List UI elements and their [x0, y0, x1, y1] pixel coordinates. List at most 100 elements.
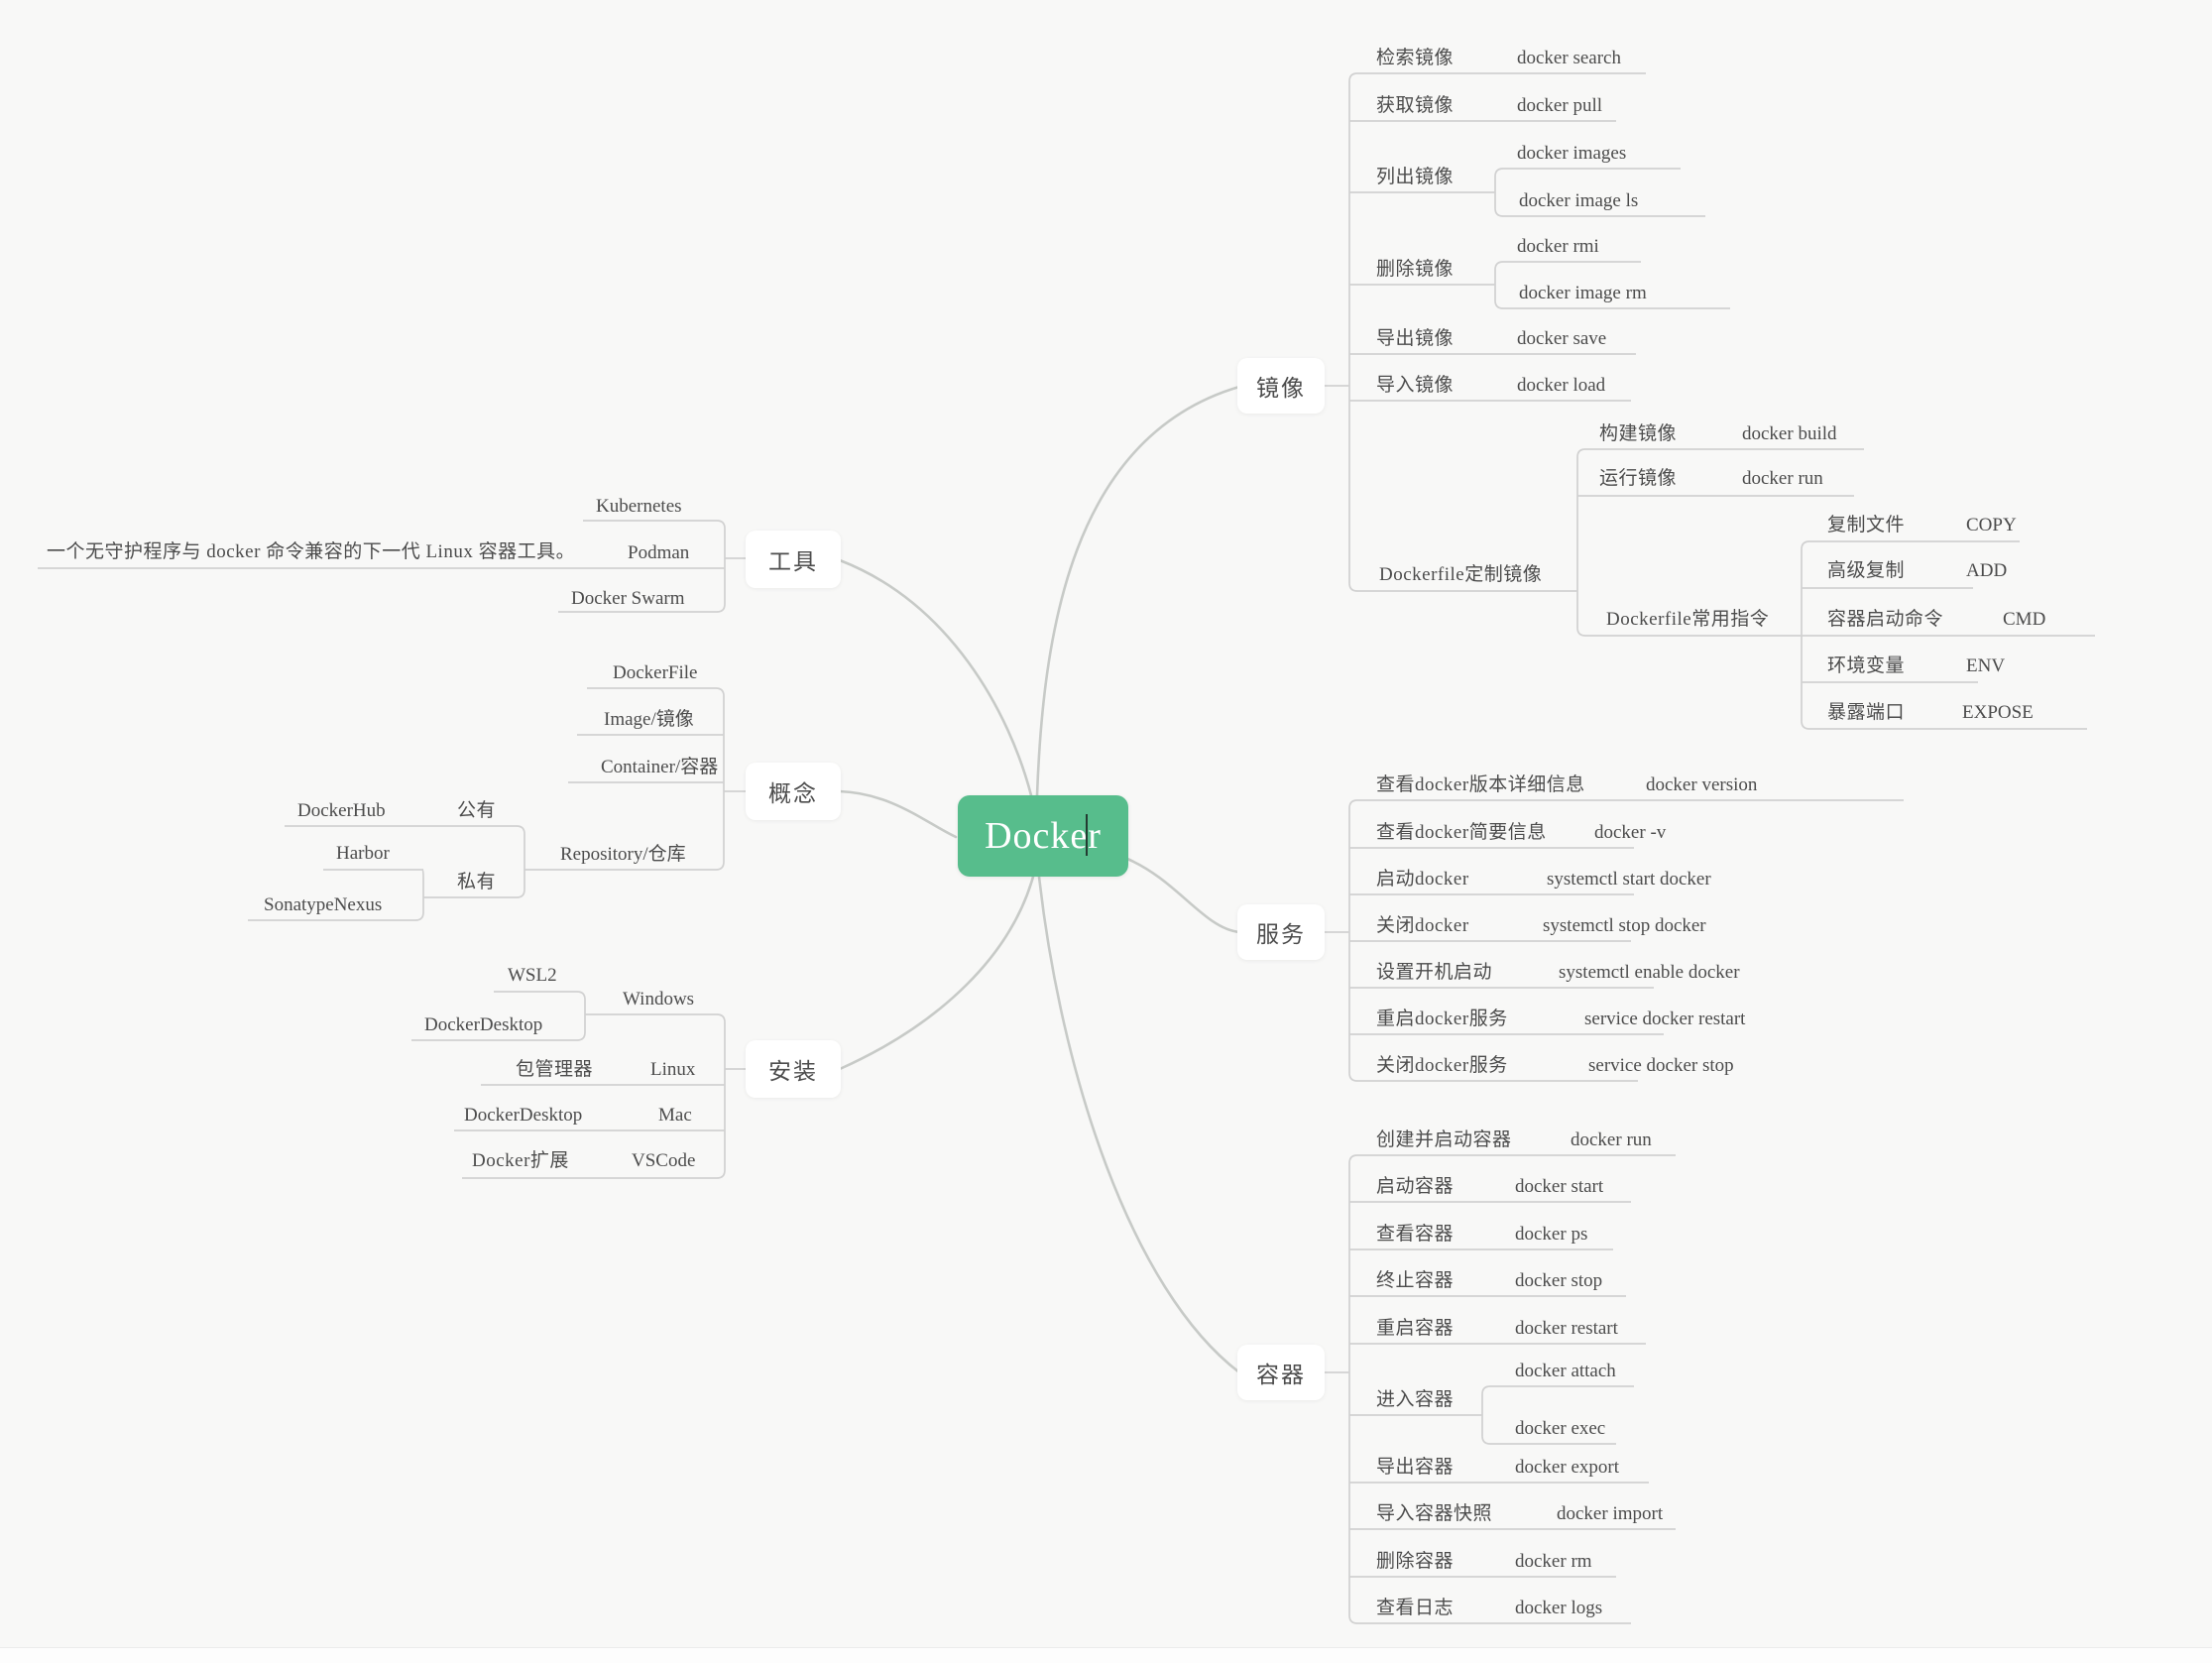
cmd-docker-rmi[interactable]: docker rmi	[1517, 236, 1599, 257]
topic-kubernetes[interactable]: Kubernetes	[596, 496, 682, 517]
cmd-docker-import[interactable]: docker import	[1557, 1503, 1664, 1524]
topic-create-start-container[interactable]: 创建并启动容器	[1376, 1129, 1512, 1150]
cmd-docker-version[interactable]: docker version	[1646, 774, 1758, 795]
topic-start-docker[interactable]: 启动docker	[1376, 869, 1469, 890]
branch-topic-concepts[interactable]: 概念	[746, 763, 841, 820]
branch-label: 容器	[1256, 1363, 1306, 1387]
cmd-service-restart[interactable]: service docker restart	[1584, 1009, 1746, 1029]
topic-view-docker-version-detail[interactable]: 查看docker版本详细信息	[1376, 774, 1585, 795]
cmd-add[interactable]: ADD	[1966, 560, 2008, 581]
topic-enter-container[interactable]: 进入容器	[1376, 1389, 1455, 1410]
topic-dockerdesktop-mac[interactable]: DockerDesktop	[464, 1105, 583, 1126]
topic-import-container-snapshot[interactable]: 导入容器快照	[1376, 1503, 1493, 1524]
cmd-docker-attach[interactable]: docker attach	[1515, 1361, 1616, 1381]
topic-private-repo[interactable]: 私有	[457, 872, 497, 892]
topic-view-containers[interactable]: 查看容器	[1376, 1224, 1455, 1245]
topic-harbor[interactable]: Harbor	[336, 843, 390, 864]
cmd-docker-image-rm[interactable]: docker image rm	[1519, 283, 1647, 303]
cmd-docker-start[interactable]: docker start	[1515, 1176, 1604, 1197]
topic-wsl2[interactable]: WSL2	[508, 965, 557, 986]
cmd-env[interactable]: ENV	[1966, 655, 2006, 676]
topic-terminate-container[interactable]: 终止容器	[1376, 1270, 1455, 1291]
topic-import-image[interactable]: 导入镜像	[1376, 375, 1455, 396]
curve-to-tools	[838, 558, 1033, 797]
topic-run-image[interactable]: 运行镜像	[1599, 468, 1678, 489]
topic-sonatype-nexus[interactable]: SonatypeNexus	[264, 894, 383, 915]
branch-topic-services[interactable]: 服务	[1237, 904, 1325, 960]
cmd-docker-restart[interactable]: docker restart	[1515, 1318, 1618, 1339]
topic-mac[interactable]: Mac	[658, 1105, 692, 1126]
cmd-service-stop[interactable]: service docker stop	[1588, 1055, 1734, 1076]
branch-topic-tools[interactable]: 工具	[746, 531, 841, 588]
topic-env-variable[interactable]: 环境变量	[1827, 655, 1906, 676]
cmd-docker-save[interactable]: docker save	[1517, 328, 1607, 349]
branch-topic-containers[interactable]: 容器	[1237, 1345, 1325, 1400]
cmd-docker-images[interactable]: docker images	[1517, 143, 1627, 164]
topic-docker-swarm[interactable]: Docker Swarm	[571, 588, 685, 609]
topic-copy-file[interactable]: 复制文件	[1827, 515, 1906, 535]
root-topic-docker[interactable]: Docker	[958, 795, 1128, 877]
cmd-copy[interactable]: COPY	[1966, 515, 2017, 535]
topic-expose-port[interactable]: 暴露端口	[1827, 702, 1906, 723]
topic-public-repo[interactable]: 公有	[457, 800, 497, 821]
cmd-docker-run[interactable]: docker run	[1571, 1129, 1652, 1150]
topic-container-start-command[interactable]: 容器启动命令	[1827, 609, 1944, 630]
branch-topic-images[interactable]: 镜像	[1237, 358, 1325, 414]
cmd-expose[interactable]: EXPOSE	[1962, 702, 2034, 723]
topic-view-docker-brief[interactable]: 查看docker简要信息	[1376, 822, 1547, 843]
cmd-docker-build[interactable]: docker build	[1742, 423, 1837, 444]
cmd-docker-load[interactable]: docker load	[1517, 375, 1606, 396]
cmd-docker-stop[interactable]: docker stop	[1515, 1270, 1603, 1291]
cmd-docker-logs[interactable]: docker logs	[1515, 1598, 1603, 1618]
topic-podman[interactable]: Podman	[628, 542, 690, 563]
topic-dockerhub[interactable]: DockerHub	[297, 800, 386, 821]
cmd-systemctl-enable[interactable]: systemctl enable docker	[1559, 962, 1740, 983]
topic-advanced-copy[interactable]: 高级复制	[1827, 560, 1906, 581]
bottom-strip	[0, 1647, 2212, 1663]
topic-remove-container[interactable]: 删除容器	[1376, 1551, 1455, 1572]
topic-package-manager[interactable]: 包管理器	[516, 1059, 594, 1080]
topic-search-image[interactable]: 检索镜像	[1376, 48, 1455, 68]
branch-topic-install[interactable]: 安装	[746, 1040, 841, 1098]
cmd-docker-run-image[interactable]: docker run	[1742, 468, 1823, 489]
topic-repository-concept[interactable]: Repository/仓库	[560, 844, 686, 865]
cmd-docker-pull[interactable]: docker pull	[1517, 95, 1603, 116]
topic-linux[interactable]: Linux	[650, 1059, 696, 1080]
topic-container-concept[interactable]: Container/容器	[601, 757, 719, 777]
topic-enable-on-boot[interactable]: 设置开机启动	[1376, 962, 1493, 983]
topic-vscode[interactable]: VSCode	[632, 1150, 696, 1171]
cmd-docker-rm[interactable]: docker rm	[1515, 1551, 1592, 1572]
topic-pull-image[interactable]: 获取镜像	[1376, 95, 1455, 116]
cmd-docker-export[interactable]: docker export	[1515, 1457, 1619, 1478]
cmd-cmd[interactable]: CMD	[2003, 609, 2046, 630]
topic-windows[interactable]: Windows	[623, 989, 695, 1010]
topic-export-image[interactable]: 导出镜像	[1376, 328, 1455, 349]
topic-remove-image[interactable]: 删除镜像	[1376, 259, 1455, 280]
topic-image-concept[interactable]: Image/镜像	[604, 709, 694, 730]
cmd-docker-image-ls[interactable]: docker image ls	[1519, 190, 1639, 211]
topic-export-container[interactable]: 导出容器	[1376, 1457, 1455, 1478]
cmd-docker-search[interactable]: docker search	[1517, 48, 1621, 68]
topic-view-logs[interactable]: 查看日志	[1376, 1598, 1455, 1618]
topic-dockerfile-directives[interactable]: Dockerfile常用指令	[1606, 609, 1770, 630]
text-edit-caret	[1086, 814, 1088, 856]
cmd-systemctl-stop[interactable]: systemctl stop docker	[1543, 915, 1706, 936]
topic-start-container[interactable]: 启动容器	[1376, 1176, 1455, 1197]
topic-dockerdesktop-windows[interactable]: DockerDesktop	[424, 1014, 543, 1035]
cmd-docker-exec[interactable]: docker exec	[1515, 1418, 1606, 1439]
topic-stop-docker-service[interactable]: 关闭docker服务	[1376, 1055, 1508, 1076]
branch-label: 安装	[768, 1059, 818, 1084]
topic-docker-extension[interactable]: Docker扩展	[472, 1150, 569, 1171]
topic-stop-docker[interactable]: 关闭docker	[1376, 915, 1469, 936]
cmd-docker-v[interactable]: docker -v	[1594, 822, 1667, 843]
topic-dockerfile-custom-image[interactable]: Dockerfile定制镜像	[1379, 564, 1543, 585]
cmd-docker-ps[interactable]: docker ps	[1515, 1224, 1588, 1245]
topic-dockerfile-concept[interactable]: DockerFile	[613, 662, 698, 683]
root-topic-label: Docker	[985, 815, 1102, 857]
note-podman-description[interactable]: 一个无守护程序与 docker 命令兼容的下一代 Linux 容器工具。	[47, 541, 576, 562]
topic-restart-docker-service[interactable]: 重启docker服务	[1376, 1009, 1508, 1029]
cmd-systemctl-start[interactable]: systemctl start docker	[1547, 869, 1711, 890]
topic-list-images[interactable]: 列出镜像	[1376, 167, 1455, 187]
topic-build-image[interactable]: 构建镜像	[1599, 423, 1678, 444]
topic-restart-container[interactable]: 重启容器	[1376, 1318, 1455, 1339]
